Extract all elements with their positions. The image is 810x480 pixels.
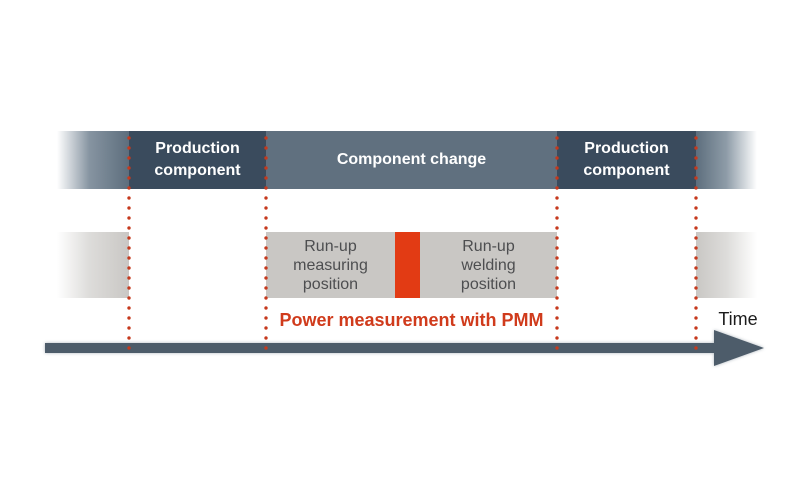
phase-component-change: Component change [266, 131, 557, 189]
time-axis-label: Time [718, 309, 758, 329]
position-bar: Run-up measuring position Run-up welding… [266, 232, 557, 298]
phase-component-change-label: Component change [336, 151, 487, 168]
phase-production-right: Production component [557, 131, 696, 189]
power-measurement-label: Power measurement with PMM [279, 310, 544, 330]
phase-bar-fade-left [57, 131, 129, 189]
phase-production-right-label: Production component [583, 140, 670, 179]
time-arrow-shaft [45, 343, 718, 353]
runup-welding-label: Run-up welding position [460, 237, 517, 293]
phase-production-left: Production component [129, 131, 266, 189]
runup-measuring-cell: Run-up measuring position [266, 232, 395, 298]
phase-boundary-line-2 [264, 133, 268, 353]
phase-boundary-line-3 [555, 133, 559, 353]
phase-bar-fade-right [696, 131, 757, 189]
phase-boundary-line-1 [127, 133, 131, 353]
runup-measuring-label: Run-up measuring position [293, 237, 368, 293]
phase-production-left-label: Production component [154, 140, 241, 179]
position-bar-fade-left [57, 232, 129, 298]
time-arrow-head-icon [714, 330, 764, 366]
pmm-measurement-block [395, 232, 420, 298]
position-bar-fade-right [696, 232, 757, 298]
runup-welding-cell: Run-up welding position [420, 232, 557, 298]
phase-boundary-line-4 [694, 133, 698, 353]
